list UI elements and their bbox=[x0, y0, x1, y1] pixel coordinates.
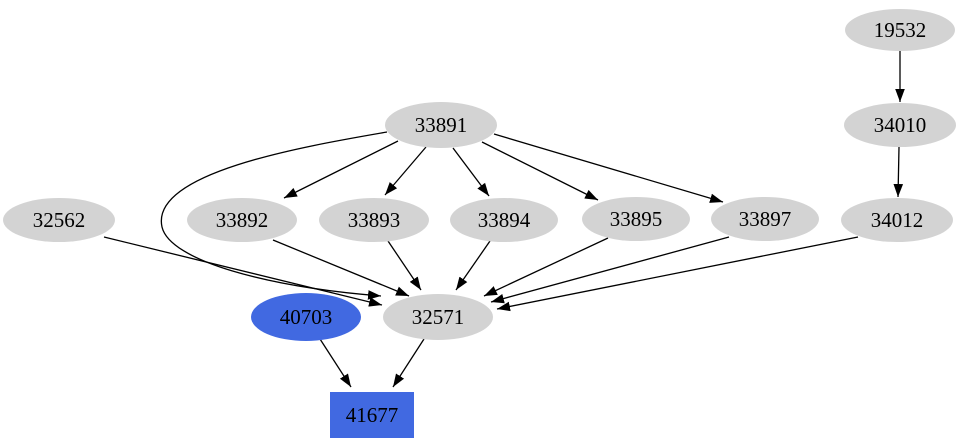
edge-32571-to-41677 bbox=[392, 338, 425, 388]
node-label: 33894 bbox=[478, 208, 531, 232]
node-ellipse bbox=[711, 197, 819, 241]
edge-33891-to-33894 bbox=[452, 147, 490, 197]
graph-node-33894: 33894 bbox=[450, 198, 558, 242]
graph-node-33897: 33897 bbox=[711, 197, 819, 241]
edge-40703-to-41677 bbox=[319, 338, 352, 388]
node-label: 41677 bbox=[346, 403, 399, 427]
edge-33894-to-32571 bbox=[455, 240, 491, 291]
node-label: 19532 bbox=[874, 18, 927, 42]
edge-33891-to-33892 bbox=[283, 140, 399, 199]
node-label: 33891 bbox=[415, 113, 468, 137]
node-ellipse bbox=[582, 197, 690, 241]
node-label: 34012 bbox=[871, 208, 924, 232]
node-ellipse bbox=[319, 198, 429, 242]
edge-33892-to-32571 bbox=[272, 239, 410, 297]
node-label: 32562 bbox=[33, 208, 86, 232]
graph-node-19532: 19532 bbox=[845, 9, 955, 51]
node-ellipse bbox=[450, 198, 558, 242]
node-ellipse bbox=[383, 294, 493, 340]
edge-33891-to-33897 bbox=[493, 133, 724, 203]
node-ellipse bbox=[251, 293, 361, 341]
node-label: 34010 bbox=[874, 113, 927, 137]
edge-33895-to-32571 bbox=[483, 237, 609, 297]
node-label: 33892 bbox=[216, 208, 269, 232]
edges-layer bbox=[103, 51, 905, 388]
graph-node-34012: 34012 bbox=[841, 198, 953, 242]
edge-32562-to-32571 bbox=[103, 236, 383, 307]
graph-node-33892: 33892 bbox=[187, 198, 297, 242]
graph-node-33891: 33891 bbox=[385, 102, 497, 148]
node-label: 40703 bbox=[280, 305, 333, 329]
edge-34010-to-34012 bbox=[893, 146, 904, 198]
node-ellipse bbox=[187, 198, 297, 242]
graph-node-33893: 33893 bbox=[319, 198, 429, 242]
edge-33891-to-32571 bbox=[160, 131, 388, 300]
node-ellipse bbox=[385, 102, 497, 148]
node-box bbox=[330, 392, 414, 438]
edge-33891-to-33895 bbox=[481, 141, 599, 201]
edge-33893-to-32571 bbox=[387, 240, 422, 291]
node-label: 33897 bbox=[739, 207, 792, 231]
graph-node-33895: 33895 bbox=[582, 197, 690, 241]
node-ellipse bbox=[845, 9, 955, 51]
graph-node-34010: 34010 bbox=[844, 103, 956, 147]
edge-33897-to-32571 bbox=[490, 236, 730, 304]
graph-node-40703: 40703 bbox=[251, 293, 361, 341]
nodes-layer: 19532 34010 34012 33891 32562 33892 33893 33894… bbox=[3, 9, 956, 438]
node-ellipse bbox=[3, 198, 115, 242]
edge-34012-to-32571 bbox=[496, 236, 859, 312]
node-ellipse bbox=[844, 103, 956, 147]
node-label: 33893 bbox=[348, 208, 401, 232]
edge-33891-to-33893 bbox=[384, 146, 427, 196]
graph-node-32562: 32562 bbox=[3, 198, 115, 242]
node-label: 32571 bbox=[412, 305, 465, 329]
node-ellipse bbox=[841, 198, 953, 242]
node-label: 33895 bbox=[610, 207, 663, 231]
graph-node-41677: 41677 bbox=[330, 392, 414, 438]
graph-node-32571: 32571 bbox=[383, 294, 493, 340]
